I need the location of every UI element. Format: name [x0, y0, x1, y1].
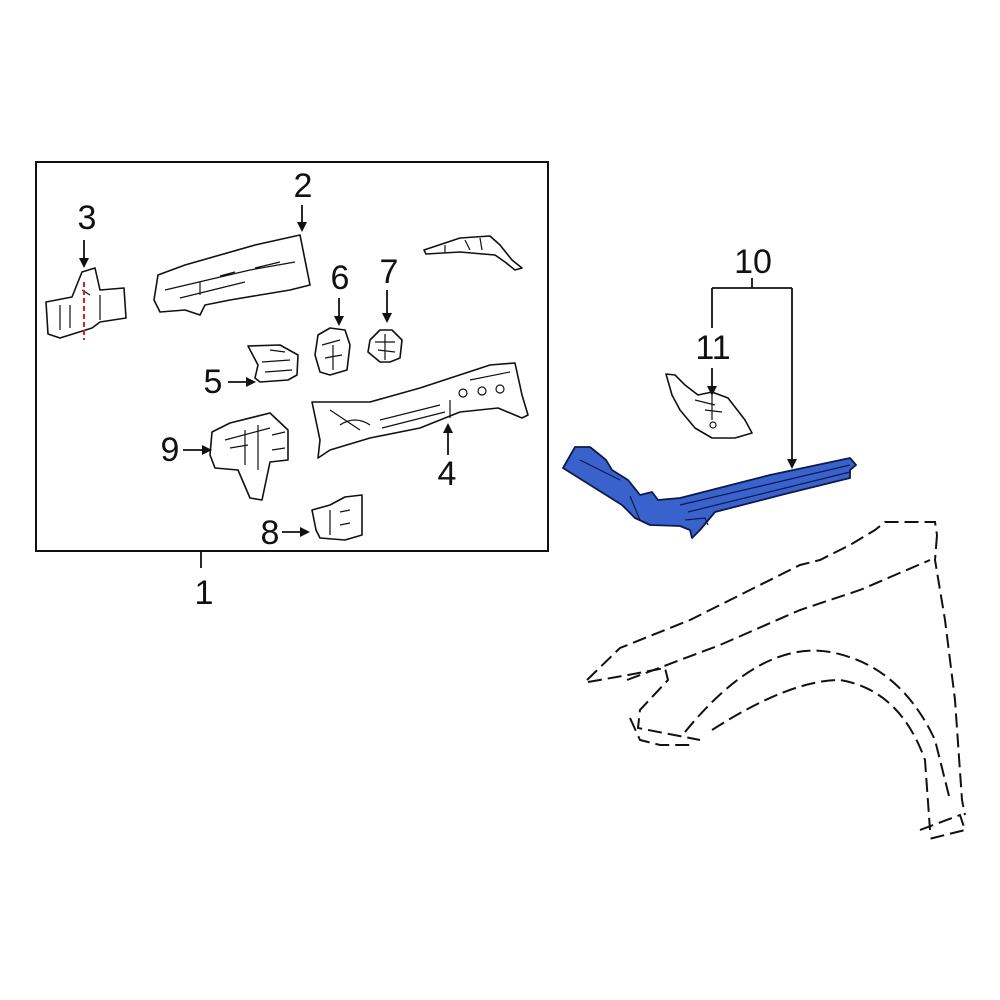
- part-9[interactable]: [183, 412, 289, 501]
- assembly-box: [35, 161, 549, 552]
- callout-4[interactable]: 4: [437, 455, 457, 493]
- part-3[interactable]: [45, 240, 127, 340]
- part-8[interactable]: [282, 494, 363, 541]
- part-10-highlighted[interactable]: [562, 446, 857, 539]
- part-7[interactable]: [367, 290, 403, 363]
- callout-8[interactable]: 8: [260, 514, 280, 552]
- callout-5[interactable]: 5: [203, 363, 223, 401]
- fender-outline: [586, 521, 967, 841]
- callout-3[interactable]: 3: [77, 199, 97, 237]
- part-6[interactable]: [314, 298, 351, 376]
- callout-6[interactable]: 6: [330, 259, 350, 297]
- callout-7[interactable]: 7: [379, 253, 399, 291]
- part-4[interactable]: [311, 362, 529, 459]
- callout-1[interactable]: 1: [194, 574, 214, 612]
- callout-2[interactable]: 2: [293, 167, 313, 205]
- callout-11[interactable]: 11: [695, 329, 731, 367]
- part-11[interactable]: [665, 368, 753, 439]
- leader-10: [711, 278, 797, 469]
- part-5[interactable]: [228, 344, 299, 387]
- callout-9[interactable]: 9: [160, 431, 180, 469]
- part-2[interactable]: [153, 205, 311, 316]
- callout-10[interactable]: 10: [734, 243, 772, 281]
- upper-bracket[interactable]: [423, 235, 523, 271]
